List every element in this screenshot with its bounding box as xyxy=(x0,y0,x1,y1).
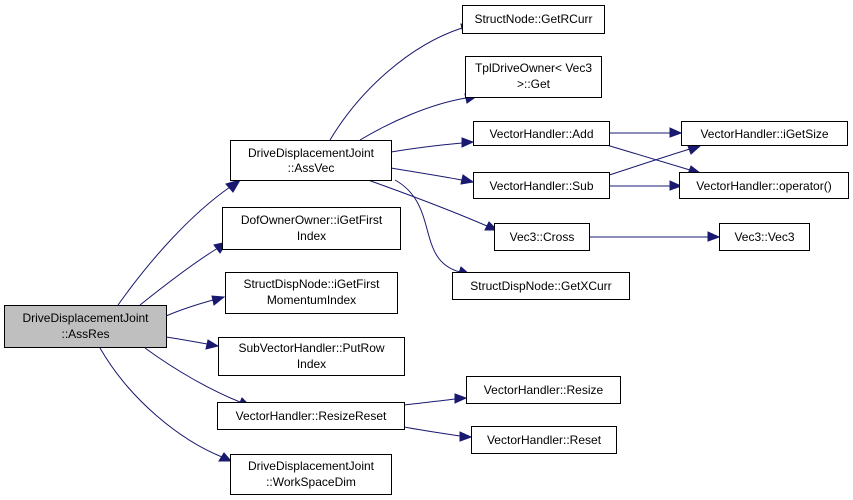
svg-text:DriveDisplacementJoint: DriveDisplacementJoint xyxy=(248,459,375,473)
svg-text:VectorHandler::Sub: VectorHandler::Sub xyxy=(489,179,593,193)
svg-text:>::Get: >::Get xyxy=(517,77,551,91)
svg-text:DofOwnerOwner::iGetFirst: DofOwnerOwner::iGetFirst xyxy=(241,213,383,227)
node-vectorhandler-resize[interactable]: VectorHandler::Resize xyxy=(466,376,621,404)
svg-text:VectorHandler::operator(): VectorHandler::operator() xyxy=(696,179,831,193)
svg-text:VectorHandler::iGetSize: VectorHandler::iGetSize xyxy=(700,127,828,141)
edge-assres-structdisp-mom xyxy=(165,295,226,317)
node-vectorhandler-reset[interactable]: VectorHandler::Reset xyxy=(471,426,617,454)
edge-resizereset-resize xyxy=(403,393,468,406)
node-drivedisplacementjoint-assvec[interactable]: DriveDisplacementJoint ::AssVec xyxy=(230,140,392,181)
svg-text:DriveDisplacementJoint: DriveDisplacementJoint xyxy=(22,311,149,325)
edge-add-igetsize xyxy=(610,127,683,138)
node-structdispnode-getxcurr[interactable]: StructDispNode::GetXCurr xyxy=(452,272,630,300)
edge-sub-operator xyxy=(610,180,683,191)
edge-assvec-getrcurr xyxy=(329,23,475,141)
svg-text:VectorHandler::ResizeReset: VectorHandler::ResizeReset xyxy=(236,409,387,423)
edge-assres-dofowner xyxy=(139,241,229,306)
svg-text:StructDispNode::iGetFirst: StructDispNode::iGetFirst xyxy=(243,277,380,291)
svg-text:Vec3::Vec3: Vec3::Vec3 xyxy=(734,230,794,244)
svg-text:::AssVec: ::AssVec xyxy=(288,161,335,175)
node-vec3-vec3[interactable]: Vec3::Vec3 xyxy=(719,223,810,251)
svg-text:VectorHandler::Resize: VectorHandler::Resize xyxy=(484,383,604,397)
edge-assres-putrow xyxy=(165,336,220,350)
svg-text:StructNode::GetRCurr: StructNode::GetRCurr xyxy=(474,12,592,26)
svg-text:::AssRes: ::AssRes xyxy=(61,327,109,341)
node-tpldriveowner-get[interactable]: TplDriveOwner< Vec3 >::Get xyxy=(465,56,602,98)
edge-assvec-vh-sub xyxy=(390,167,475,185)
edge-assres-workspacedim xyxy=(99,347,233,462)
edge-cross-vec3 xyxy=(590,231,721,242)
svg-text:SubVectorHandler::PutRow: SubVectorHandler::PutRow xyxy=(238,341,384,355)
node-structnode-getrcurr[interactable]: StructNode::GetRCurr xyxy=(462,5,605,34)
node-dofownerowner-igetfirstindex[interactable]: DofOwnerOwner::iGetFirst Index xyxy=(222,207,401,250)
edge-resizereset-reset xyxy=(403,426,473,442)
node-vectorhandler-add[interactable]: VectorHandler::Add xyxy=(473,121,610,146)
edge-assvec-vh-add xyxy=(390,137,475,153)
node-vectorhandler-resizereset[interactable]: VectorHandler::ResizeReset xyxy=(217,402,405,430)
node-drivedisplacementjoint-workspacedim[interactable]: DriveDisplacementJoint ::WorkSpaceDim xyxy=(230,454,392,495)
svg-text:Index: Index xyxy=(297,357,326,371)
node-vectorhandler-sub[interactable]: VectorHandler::Sub xyxy=(473,172,610,199)
node-vectorhandler-operator[interactable]: VectorHandler::operator() xyxy=(679,172,849,199)
node-drivedisplacementjoint-assres[interactable]: DriveDisplacementJoint ::AssRes xyxy=(4,305,167,348)
svg-text:VectorHandler::Reset: VectorHandler::Reset xyxy=(487,433,602,447)
node-structdispnode-igetfirstmomentumindex[interactable]: StructDispNode::iGetFirst MomentumIndex xyxy=(225,272,398,314)
edge-assres-assvec xyxy=(117,179,242,306)
node-vec3-cross[interactable]: Vec3::Cross xyxy=(494,223,590,251)
svg-text:Index: Index xyxy=(297,229,326,243)
svg-text:MomentumIndex: MomentumIndex xyxy=(267,293,356,307)
svg-text:::WorkSpaceDim: ::WorkSpaceDim xyxy=(266,475,356,489)
edge-add-operator xyxy=(599,142,702,175)
node-subvectorhandler-putrowindex[interactable]: SubVectorHandler::PutRow Index xyxy=(218,337,405,376)
edge-assvec-tpldrive-get xyxy=(359,93,479,141)
svg-text:VectorHandler::Add: VectorHandler::Add xyxy=(489,127,593,141)
svg-text:DriveDisplacementJoint: DriveDisplacementJoint xyxy=(248,146,375,160)
svg-text:StructDispNode::GetXCurr: StructDispNode::GetXCurr xyxy=(470,279,611,293)
node-vectorhandler-igetsize[interactable]: VectorHandler::iGetSize xyxy=(681,121,848,146)
svg-text:Vec3::Cross: Vec3::Cross xyxy=(510,230,575,244)
svg-text:TplDriveOwner< Vec3: TplDriveOwner< Vec3 xyxy=(475,61,592,75)
